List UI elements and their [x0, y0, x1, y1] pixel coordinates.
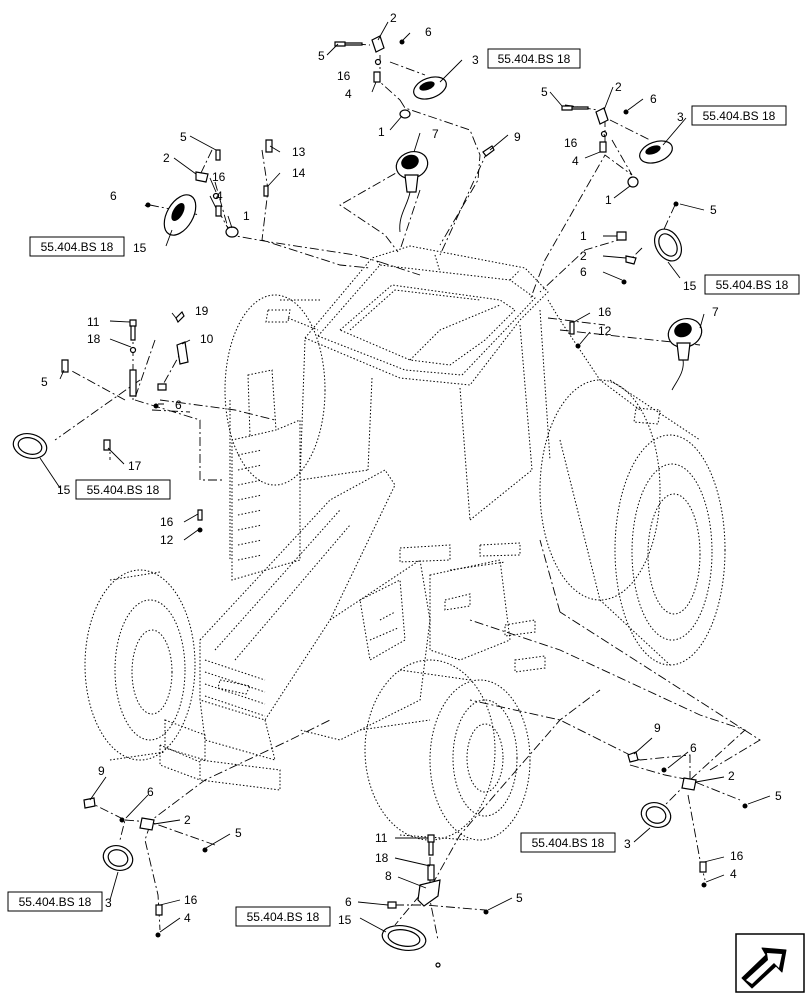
callout: 3	[677, 110, 684, 124]
reference-label: 55.404.BS 18	[716, 278, 789, 292]
leader-lines	[54, 42, 761, 941]
callout: 9	[514, 130, 521, 144]
callout-leaders	[39, 21, 771, 933]
callout: 2	[184, 813, 191, 827]
callout: 12	[160, 533, 174, 547]
callout: 9	[654, 721, 661, 735]
parts	[12, 35, 748, 968]
callout: 16	[564, 136, 578, 150]
callout: 15	[133, 241, 147, 255]
callout: 5	[710, 203, 717, 217]
tractor-outline	[84, 245, 726, 841]
callout: 1	[378, 125, 385, 139]
callout: 13	[292, 145, 306, 159]
callout: 15	[57, 483, 71, 497]
callout: 5	[541, 85, 548, 99]
callout: 5	[235, 826, 242, 840]
callout: 18	[375, 851, 389, 865]
callout: 16	[337, 69, 351, 83]
callout: 5	[180, 130, 187, 144]
callout: 16	[598, 305, 612, 319]
reference-label: 55.404.BS 18	[41, 240, 114, 254]
callout: 7	[712, 305, 719, 319]
callout: 14	[292, 166, 306, 180]
callout: 18	[87, 332, 101, 346]
callout: 6	[650, 92, 657, 106]
callout: 8	[385, 869, 392, 883]
callout: 3	[624, 837, 631, 851]
callout: 9	[98, 764, 105, 778]
callout: 16	[212, 170, 226, 184]
callout: 15	[683, 279, 697, 293]
callout: 4	[730, 867, 737, 881]
callout: 16	[730, 849, 744, 863]
callout: 1	[243, 209, 250, 223]
callout: 10	[200, 332, 214, 346]
callout: 6	[147, 785, 154, 799]
arrow-direction-icon	[735, 933, 805, 993]
callout: 19	[195, 304, 209, 318]
callout: 4	[572, 154, 579, 168]
callout-numbers: 2 6 5 3 16 4 1 7 9 5 2 6 3 16 4 1 5 13 2…	[41, 11, 782, 927]
reference-label: 55.404.BS 18	[703, 109, 776, 123]
reference-label: 55.404.BS 18	[19, 895, 92, 909]
callout: 7	[432, 127, 439, 141]
callout: 11	[87, 315, 100, 329]
callout: 5	[318, 49, 325, 63]
callout: 11	[375, 831, 388, 845]
callout: 2	[390, 11, 397, 25]
callout: 17	[128, 459, 142, 473]
callout: 3	[472, 53, 479, 67]
callout: 5	[775, 789, 782, 803]
callout: 6	[425, 25, 432, 39]
reference-label: 55.404.BS 18	[498, 52, 571, 66]
callout: 6	[580, 265, 587, 279]
callout: 2	[580, 249, 587, 263]
callout: 2	[728, 769, 735, 783]
callout: 16	[160, 515, 174, 529]
callout: 5	[41, 375, 48, 389]
callout: 1	[580, 229, 587, 243]
callout: 16	[184, 893, 198, 907]
callout: 2	[615, 80, 622, 94]
reference-label: 55.404.BS 18	[247, 910, 320, 924]
reference-label: 55.404.BS 18	[532, 836, 605, 850]
callout: 4	[216, 189, 223, 203]
callout: 12	[598, 324, 612, 338]
callout: 1	[605, 193, 612, 207]
callout: 2	[163, 151, 170, 165]
callout: 6	[690, 741, 697, 755]
reference-label: 55.404.BS 18	[87, 483, 160, 497]
callout: 4	[184, 911, 191, 925]
callout: 15	[338, 913, 352, 927]
callout: 6	[345, 895, 352, 909]
callout: 6	[110, 189, 117, 203]
callout: 4	[345, 87, 352, 101]
reference-boxes: 55.404.BS 18 55.404.BS 18 55.404.BS 18 5…	[7, 48, 800, 927]
callout: 6	[175, 398, 182, 412]
callout: 3	[105, 896, 112, 910]
callout: 5	[516, 891, 523, 905]
